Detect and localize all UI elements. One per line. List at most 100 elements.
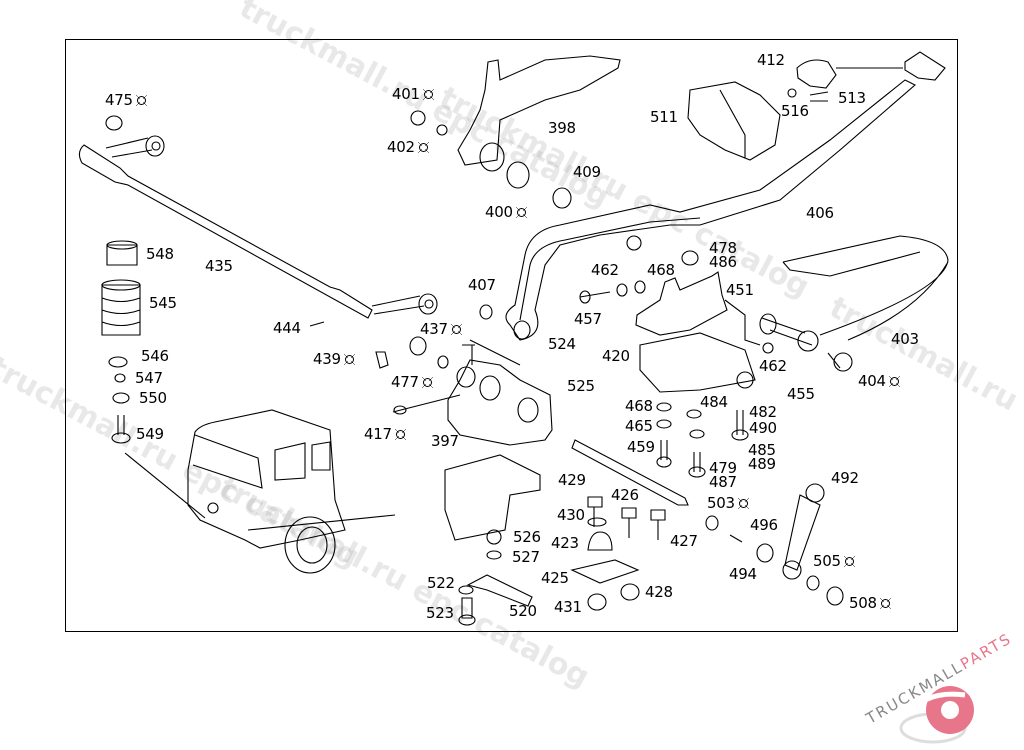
gear-icon [899,686,974,744]
callout-549[interactable]: 549 [136,427,164,442]
callout-number: 479 [709,459,737,477]
callout-487[interactable]: 487 [709,475,737,490]
callout-524[interactable]: 524 [548,337,576,352]
callout-406[interactable]: 406 [806,206,834,221]
callout-number: 435 [205,257,233,275]
callout-403[interactable]: 403 [891,332,919,347]
callout-439[interactable]: 439 [313,352,355,367]
callout-number: 475 [105,91,133,109]
callout-548[interactable]: 548 [146,247,174,262]
callout-404[interactable]: 404 [858,374,900,389]
buffer-stack-545 [101,240,141,444]
callout-437[interactable]: 437 [420,322,462,337]
callout-546[interactable]: 546 [141,349,169,364]
callout-527[interactable]: 527 [512,550,540,565]
callout-462b[interactable]: 462 [759,359,787,374]
callout-468[interactable]: 468 [647,263,675,278]
callout-417[interactable]: 417 [364,427,406,442]
callout-505[interactable]: 505 [813,554,855,569]
callout-545[interactable]: 545 [149,296,177,311]
note-symbol-icon [888,376,900,387]
callout-number: 444 [273,319,301,337]
callout-494[interactable]: 494 [729,567,757,582]
callout-486[interactable]: 486 [709,255,737,270]
callout-number: 549 [136,425,164,443]
callout-426[interactable]: 426 [611,488,639,503]
callout-525[interactable]: 525 [567,379,595,394]
callout-number: 468 [625,397,653,415]
callout-478[interactable]: 478 [709,241,737,256]
callout-number: 524 [548,335,576,353]
callout-number: 429 [558,471,586,489]
callout-number: 513 [838,89,866,107]
callout-400[interactable]: 400 [485,205,527,220]
callout-508[interactable]: 508 [849,596,891,611]
callout-429[interactable]: 429 [558,473,586,488]
callout-451[interactable]: 451 [726,283,754,298]
callout-485[interactable]: 485 [748,443,776,458]
callout-455[interactable]: 455 [787,387,815,402]
callout-number: 508 [849,594,877,612]
bolts-459-490 [656,402,749,478]
callout-479[interactable]: 479 [709,461,737,476]
tie-rod [571,439,689,506]
callout-523[interactable]: 523 [426,606,454,621]
callout-484[interactable]: 484 [700,395,728,410]
callout-496[interactable]: 496 [750,518,778,533]
callout-457[interactable]: 457 [574,312,602,327]
callout-428[interactable]: 428 [645,585,673,600]
callout-516[interactable]: 516 [781,104,809,119]
callout-550[interactable]: 550 [139,391,167,406]
callout-number: 430 [557,506,585,524]
callout-401[interactable]: 401 [392,87,434,102]
callout-number: 409 [573,163,601,181]
callout-402[interactable]: 402 [387,140,429,155]
note-symbol-icon [515,207,527,218]
callout-430[interactable]: 430 [557,508,585,523]
note-symbol-icon [417,142,429,153]
callout-468b[interactable]: 468 [625,399,653,414]
callout-465[interactable]: 465 [625,419,653,434]
note-symbol-icon [343,354,355,365]
callout-number: 455 [787,385,815,403]
callout-490[interactable]: 490 [749,421,777,436]
callout-number: 511 [650,108,678,126]
callout-number: 547 [135,369,163,387]
callout-number: 404 [858,372,886,390]
callout-397[interactable]: 397 [431,434,459,449]
callout-number: 427 [670,532,698,550]
callout-407[interactable]: 407 [468,278,496,293]
callout-412[interactable]: 412 [757,53,785,68]
mount-parts-425 [570,496,666,611]
callout-number: 477 [391,373,419,391]
callout-number: 489 [748,455,776,473]
callout-number: 437 [420,320,448,338]
callout-526[interactable]: 526 [513,530,541,545]
callout-511[interactable]: 511 [650,110,678,125]
callout-444[interactable]: 444 [273,321,301,336]
callout-547[interactable]: 547 [135,371,163,386]
callout-482[interactable]: 482 [749,405,777,420]
callout-435[interactable]: 435 [205,259,233,274]
callout-489[interactable]: 489 [748,457,776,472]
callout-398[interactable]: 398 [548,121,576,136]
callout-522[interactable]: 522 [427,576,455,591]
callout-number: 523 [426,604,454,622]
callout-513[interactable]: 513 [838,91,866,106]
callout-477[interactable]: 477 [391,375,433,390]
callout-409[interactable]: 409 [573,165,601,180]
callout-520[interactable]: 520 [509,604,537,619]
callout-427[interactable]: 427 [670,534,698,549]
callout-492[interactable]: 492 [831,471,859,486]
callout-423[interactable]: 423 [551,536,579,551]
callout-459[interactable]: 459 [627,440,655,455]
callout-420[interactable]: 420 [602,349,630,364]
axle-mount-397 [309,304,553,446]
leaf-spring-403 [759,235,949,372]
callout-431[interactable]: 431 [554,600,582,615]
callout-462[interactable]: 462 [591,263,619,278]
callout-475[interactable]: 475 [105,93,147,108]
callout-503[interactable]: 503 [707,496,749,511]
callout-425[interactable]: 425 [541,571,569,586]
note-symbol-icon [394,429,406,440]
